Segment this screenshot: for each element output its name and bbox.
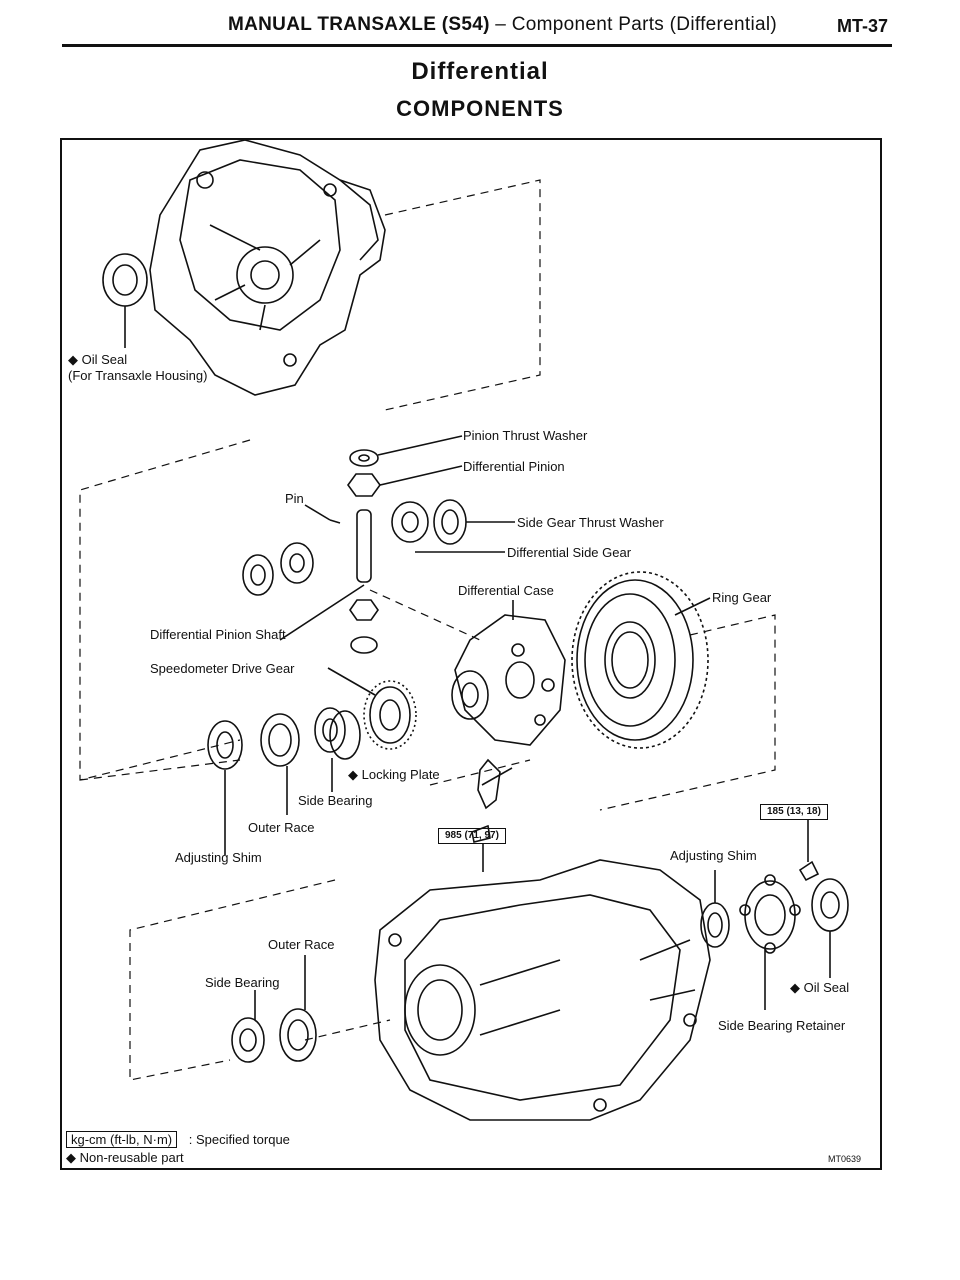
label-oil-seal-housing-note: (For Transaxle Housing) — [68, 368, 208, 383]
legend-torque-key: kg-cm (ft-lb, N·m) — [66, 1131, 178, 1148]
label-differential-side-gear: Differential Side Gear — [507, 545, 632, 560]
label-side-bearing-left: Side Bearing — [298, 793, 373, 808]
page-title: Differential — [411, 58, 549, 85]
legend-nonreusable: ◆ Non-reusable part — [66, 1150, 184, 1165]
label-oil-seal-housing: ◆ Oil Seal — [68, 352, 128, 367]
label-pinion-thrust-washer: Pinion Thrust Washer — [463, 428, 588, 443]
label-differential-pinion: Differential Pinion — [463, 459, 565, 474]
top-oil-seal-illustration — [102, 253, 148, 348]
label-outer-race-bottom: Outer Race — [268, 937, 335, 952]
label-locking-plate: ◆ Locking Plate — [348, 767, 440, 782]
label-ring-gear: Ring Gear — [712, 590, 772, 605]
transaxle-case-illustration — [374, 859, 711, 1121]
label-differential-case: Differential Case — [458, 583, 554, 598]
label-adjusting-shim-right: Adjusting Shim — [670, 848, 757, 863]
label-side-bearing-bottom: Side Bearing — [205, 975, 280, 990]
label-pin: Pin — [285, 491, 304, 506]
torque-ring-gear-bolt: 985 (71, 97) — [438, 828, 506, 844]
label-differential-pinion-shaft: Differential Pinion Shaft — [150, 627, 286, 642]
legend-torque-desc: : Specified torque — [188, 1132, 290, 1147]
page-number: MT-37 — [836, 16, 888, 36]
label-side-bearing-retainer: Side Bearing Retainer — [718, 1018, 846, 1033]
legend-torque: kg-cm (ft-lb, N·m) : Specified torque — [66, 1131, 290, 1148]
header-rule — [62, 44, 892, 47]
header-title-section: MANUAL TRANSAXLE (S54) — [228, 14, 490, 35]
page-header: MANUAL TRANSAXLE (S54) – Component Parts… — [0, 12, 960, 47]
header-title: MANUAL TRANSAXLE (S54) – Component Parts… — [228, 14, 777, 36]
label-speedometer-drive-gear: Speedometer Drive Gear — [150, 661, 295, 676]
label-adjusting-shim-left: Adjusting Shim — [175, 850, 262, 865]
figure-code: MT0639 — [828, 1154, 862, 1164]
ring-gear-illustration — [571, 571, 711, 749]
diagram-frame — [60, 138, 882, 1170]
header-title-subsection: – Component Parts (Differential) — [489, 14, 778, 35]
transaxle-housing-illustration — [149, 139, 386, 396]
label-outer-race-left: Outer Race — [248, 820, 315, 835]
differential-case-illustration — [451, 600, 566, 746]
torque-retainer-bolt: 185 (13, 18) — [760, 804, 828, 820]
label-side-gear-thrust-washer: Side Gear Thrust Washer — [517, 515, 664, 530]
label-oil-seal-right: ◆ Oil Seal — [790, 980, 850, 995]
page-subtitle: COMPONENTS — [396, 96, 564, 121]
